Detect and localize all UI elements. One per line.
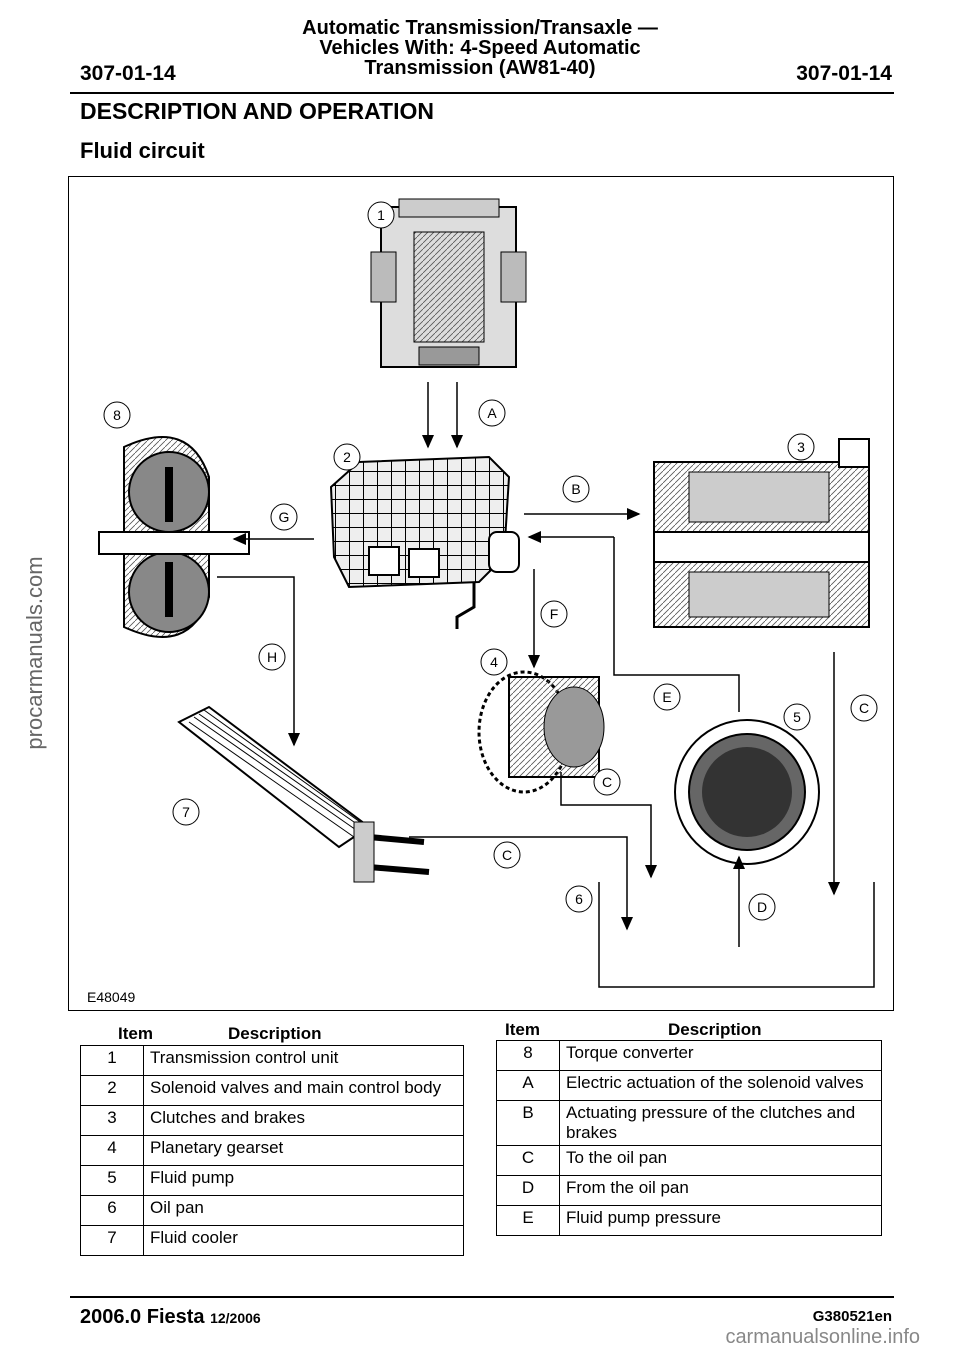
svg-text:6: 6 xyxy=(575,891,583,907)
planetary-gearset-drawing xyxy=(477,670,605,794)
fluid-circuit-diagram: 1 2 3 4 5 6 7 8 A B C C C D E F G H xyxy=(98,198,878,988)
footer-doc-code: G380521en xyxy=(812,1308,892,1325)
callout-5: 5 xyxy=(783,703,811,731)
figure-id: E48049 xyxy=(87,989,136,1005)
page-code-left: 307-01-14 xyxy=(80,62,176,85)
footer-rule xyxy=(70,1296,894,1298)
callout-3: 3 xyxy=(787,433,815,461)
transmission-control-unit-drawing xyxy=(370,198,527,368)
svg-text:5: 5 xyxy=(793,709,801,725)
header-rule xyxy=(70,92,894,94)
callout-C1: C xyxy=(850,694,878,722)
svg-text:C: C xyxy=(859,700,869,716)
svg-text:D: D xyxy=(757,899,767,915)
left-col-desc-header: Description xyxy=(228,1024,322,1043)
header-title-line-2: Vehicles With: 4-Speed Automatic xyxy=(319,37,641,59)
svg-text:H: H xyxy=(267,649,277,665)
svg-text:E: E xyxy=(662,689,671,705)
callout-6: 6 xyxy=(565,885,593,913)
subsection-title: Fluid circuit xyxy=(80,138,205,163)
footer-date: 12/2006 xyxy=(210,1310,261,1326)
header-title: Automatic Transmission/Transaxle — Vehic… xyxy=(0,18,960,78)
svg-text:2: 2 xyxy=(343,449,351,465)
svg-text:7: 7 xyxy=(182,804,190,820)
callout-B: B xyxy=(562,475,590,503)
right-col-desc-header: Description xyxy=(668,1020,762,1039)
fluid-circuit-figure: 1 2 3 4 5 6 7 8 A B C C C D E F G H E480… xyxy=(68,176,894,1011)
callout-7: 7 xyxy=(172,798,200,826)
callout-E: E xyxy=(653,683,681,711)
svg-text:8: 8 xyxy=(113,407,121,423)
svg-text:A: A xyxy=(487,405,497,421)
callout-2: 2 xyxy=(333,443,361,471)
callout-D: D xyxy=(748,893,776,921)
callouts: 1 2 3 4 5 6 7 8 A B C C C D E F G H xyxy=(103,201,878,921)
callout-G: G xyxy=(270,503,298,531)
fluid-pump-drawing xyxy=(674,719,820,865)
svg-text:B: B xyxy=(571,481,580,497)
page-code-right: 307-01-14 xyxy=(796,62,892,85)
bottom-watermark: carmanualsonline.info xyxy=(725,1326,920,1348)
clutches-brakes-drawing xyxy=(653,438,870,628)
svg-text:C: C xyxy=(502,847,512,863)
callout-4: 4 xyxy=(480,648,508,676)
left-col-item-header: Item xyxy=(118,1024,153,1043)
side-watermark: procarmanuals.com xyxy=(22,556,47,750)
callout-1: 1 xyxy=(367,201,395,229)
fluid-cooler-drawing xyxy=(177,705,430,883)
callout-F: F xyxy=(540,600,568,628)
callout-A: A xyxy=(478,399,506,427)
section-title: DESCRIPTION AND OPERATION xyxy=(80,98,434,124)
svg-text:F: F xyxy=(550,606,559,622)
header-title-line-3: Transmission (AW81-40) xyxy=(364,57,596,79)
callout-H: H xyxy=(258,643,286,671)
svg-text:C: C xyxy=(602,774,612,790)
callout-C2: C xyxy=(593,768,621,796)
svg-text:1: 1 xyxy=(377,207,385,223)
svg-text:4: 4 xyxy=(490,654,498,670)
torque-converter-drawing xyxy=(98,436,250,638)
svg-text:3: 3 xyxy=(797,439,805,455)
header-title-line-1: Automatic Transmission/Transaxle — xyxy=(302,17,658,39)
callout-C3: C xyxy=(493,841,521,869)
control-body-drawing xyxy=(329,455,520,629)
footer-model-name: 2006.0 Fiesta xyxy=(80,1306,205,1328)
right-col-item-header: Item xyxy=(505,1020,540,1039)
svg-text:G: G xyxy=(279,509,290,525)
callout-8: 8 xyxy=(103,401,131,429)
footer-model: 2006.0 Fiesta 12/2006 xyxy=(80,1306,261,1329)
circuit-lines xyxy=(217,382,875,988)
